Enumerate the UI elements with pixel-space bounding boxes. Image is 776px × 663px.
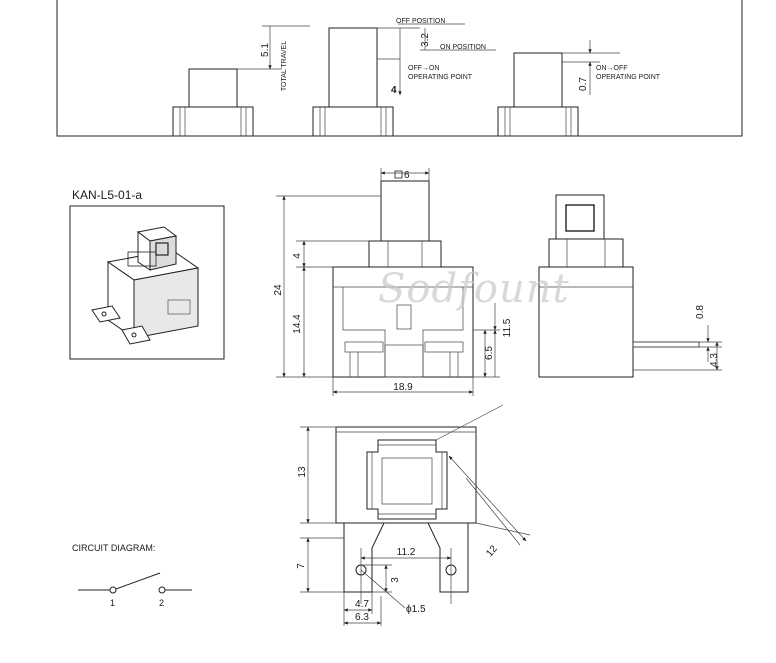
travel-frame bbox=[56, 0, 743, 137]
dim-bottom-height: 13 bbox=[297, 466, 308, 478]
off-position-label: OFF POSITION bbox=[396, 18, 445, 25]
total-travel-label: TOTAL TRAVEL bbox=[281, 41, 288, 91]
front-view: 6 24 4 14.4 11.5 6.5 18.9 bbox=[273, 168, 513, 396]
bottom-view: 13 7 12 11.2 3 4.7 6.3 ϕ1.5 bbox=[296, 404, 531, 626]
switch-off-state: 5.1 TOTAL TRAVEL bbox=[172, 25, 310, 137]
dim-hole-diameter: ϕ1.5 bbox=[406, 604, 426, 615]
travel-diagram: 5.1 TOTAL TRAVEL 3.2 4 OFF POSITION ON P… bbox=[56, 0, 743, 137]
dim-width: 18.9 bbox=[393, 382, 413, 393]
dim-square: 6 bbox=[404, 170, 410, 181]
product-render bbox=[69, 205, 225, 360]
dim-pin-gap: 11.2 bbox=[397, 547, 416, 558]
dim-tab: 0.8 bbox=[695, 305, 706, 319]
watermark: Sodfount bbox=[378, 266, 570, 312]
dim-tab-height: 4.3 bbox=[709, 353, 720, 367]
switch-release-state: 0.7 ON→OFF OPERATING POINT bbox=[497, 40, 661, 137]
dim-total-height: 24 bbox=[273, 284, 284, 296]
switch-on-state: 3.2 4 OFF POSITION ON POSITION OFF→ON OP… bbox=[312, 18, 496, 137]
circuit-diagram: CIRCUIT DIAGRAM: 1 2 bbox=[72, 543, 192, 608]
dim-side-lower: 6.5 bbox=[484, 346, 495, 360]
off-on-label-2: OPERATING POINT bbox=[408, 74, 473, 81]
model-label: KAN-L5-01-a bbox=[72, 188, 142, 202]
dim-side-upper: 11.5 bbox=[502, 318, 513, 337]
dim-hole-offset: 3 bbox=[390, 577, 401, 583]
circuit-title: CIRCUIT DIAGRAM: bbox=[72, 543, 155, 553]
dim-top: 4 bbox=[292, 253, 303, 259]
side-view: 0.8 4.3 bbox=[538, 194, 722, 378]
pin-1-label: 1 bbox=[110, 598, 115, 608]
dim-on-travel: 3.2 bbox=[420, 33, 431, 47]
dim-width-2: 6.3 bbox=[355, 612, 369, 623]
dim-diagonal: 12 bbox=[484, 543, 500, 559]
dim-pin-length: 7 bbox=[296, 563, 307, 569]
on-off-label-2: OPERATING POINT bbox=[596, 74, 661, 81]
dim-release: 0.7 bbox=[578, 77, 589, 91]
on-off-label-1: ON→OFF bbox=[596, 65, 628, 72]
dim-body: 14.4 bbox=[292, 314, 303, 334]
pin-2-label: 2 bbox=[159, 598, 164, 608]
on-position-label: ON POSITION bbox=[440, 44, 486, 51]
dim-operating-point: 4 bbox=[391, 85, 397, 96]
dim-width-1: 4.7 bbox=[355, 599, 369, 610]
dim-total-travel: 5.1 bbox=[260, 43, 271, 57]
off-on-label-1: OFF→ON bbox=[408, 65, 440, 72]
